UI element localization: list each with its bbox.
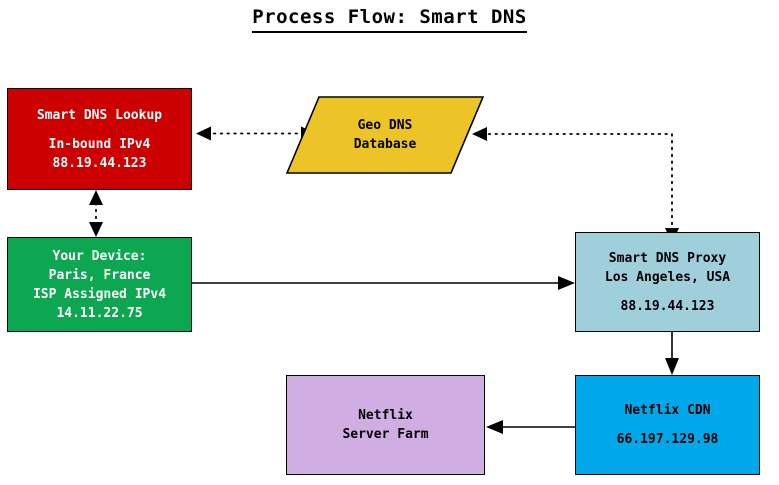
- arrowhead-down: [665, 358, 679, 375]
- node-label: Geo DNS Database: [286, 96, 484, 174]
- node-smart-dns-lookup[interactable]: Smart DNS Lookup In-bound IPv4 88.19.44.…: [7, 88, 192, 190]
- node-line: Paris, France: [48, 267, 151, 283]
- node-line: Smart DNS Proxy: [608, 250, 727, 266]
- node-line: 14.11.22.75: [56, 305, 143, 321]
- node-line: Netflix CDN: [624, 403, 711, 418]
- node-line: Your Device:: [52, 248, 147, 264]
- edge-cdn-serverfarm: [486, 420, 575, 434]
- node-line: Database: [353, 137, 417, 152]
- arrowhead-up: [89, 190, 103, 205]
- parallelogram-shape: [286, 96, 484, 174]
- node-netflix-server-farm[interactable]: Netflix Server Farm: [286, 375, 485, 475]
- node-line: Smart DNS Lookup: [36, 107, 163, 123]
- node-line: Netflix: [358, 408, 413, 423]
- node-netflix-cdn[interactable]: Netflix CDN 66.197.129.98: [575, 375, 760, 475]
- node-line: 66.197.129.98: [616, 432, 719, 447]
- arrowhead-down: [89, 222, 103, 237]
- arrowhead-right: [558, 276, 575, 290]
- node-your-device[interactable]: Your Device: Paris, France ISP Assigned …: [7, 237, 192, 332]
- page-title-text: Process Flow: Smart DNS: [252, 6, 527, 33]
- page-title: Process Flow: Smart DNS: [0, 6, 779, 33]
- arrowhead-left: [196, 126, 211, 141]
- node-line: Los Angeles, USA: [604, 269, 731, 285]
- node-line: 88.19.44.123: [620, 298, 715, 314]
- edge-device-lookup: [89, 190, 103, 237]
- edge-device-proxy: [192, 276, 575, 290]
- edge-proxy-geodns: [472, 127, 679, 243]
- node-smart-dns-proxy[interactable]: Smart DNS Proxy Los Angeles, USA 88.19.4…: [575, 232, 760, 332]
- node-line: ISP Assigned IPv4: [32, 286, 167, 302]
- node-line: Server Farm: [342, 427, 429, 442]
- node-line: In-bound IPv4: [48, 136, 151, 152]
- node-geo-dns-database[interactable]: Geo DNS Database: [286, 96, 484, 174]
- node-line: Geo DNS: [357, 118, 413, 133]
- arrowhead-left: [486, 420, 503, 434]
- edge-proxy-cdn: [665, 332, 679, 375]
- node-line: 88.19.44.123: [52, 155, 147, 171]
